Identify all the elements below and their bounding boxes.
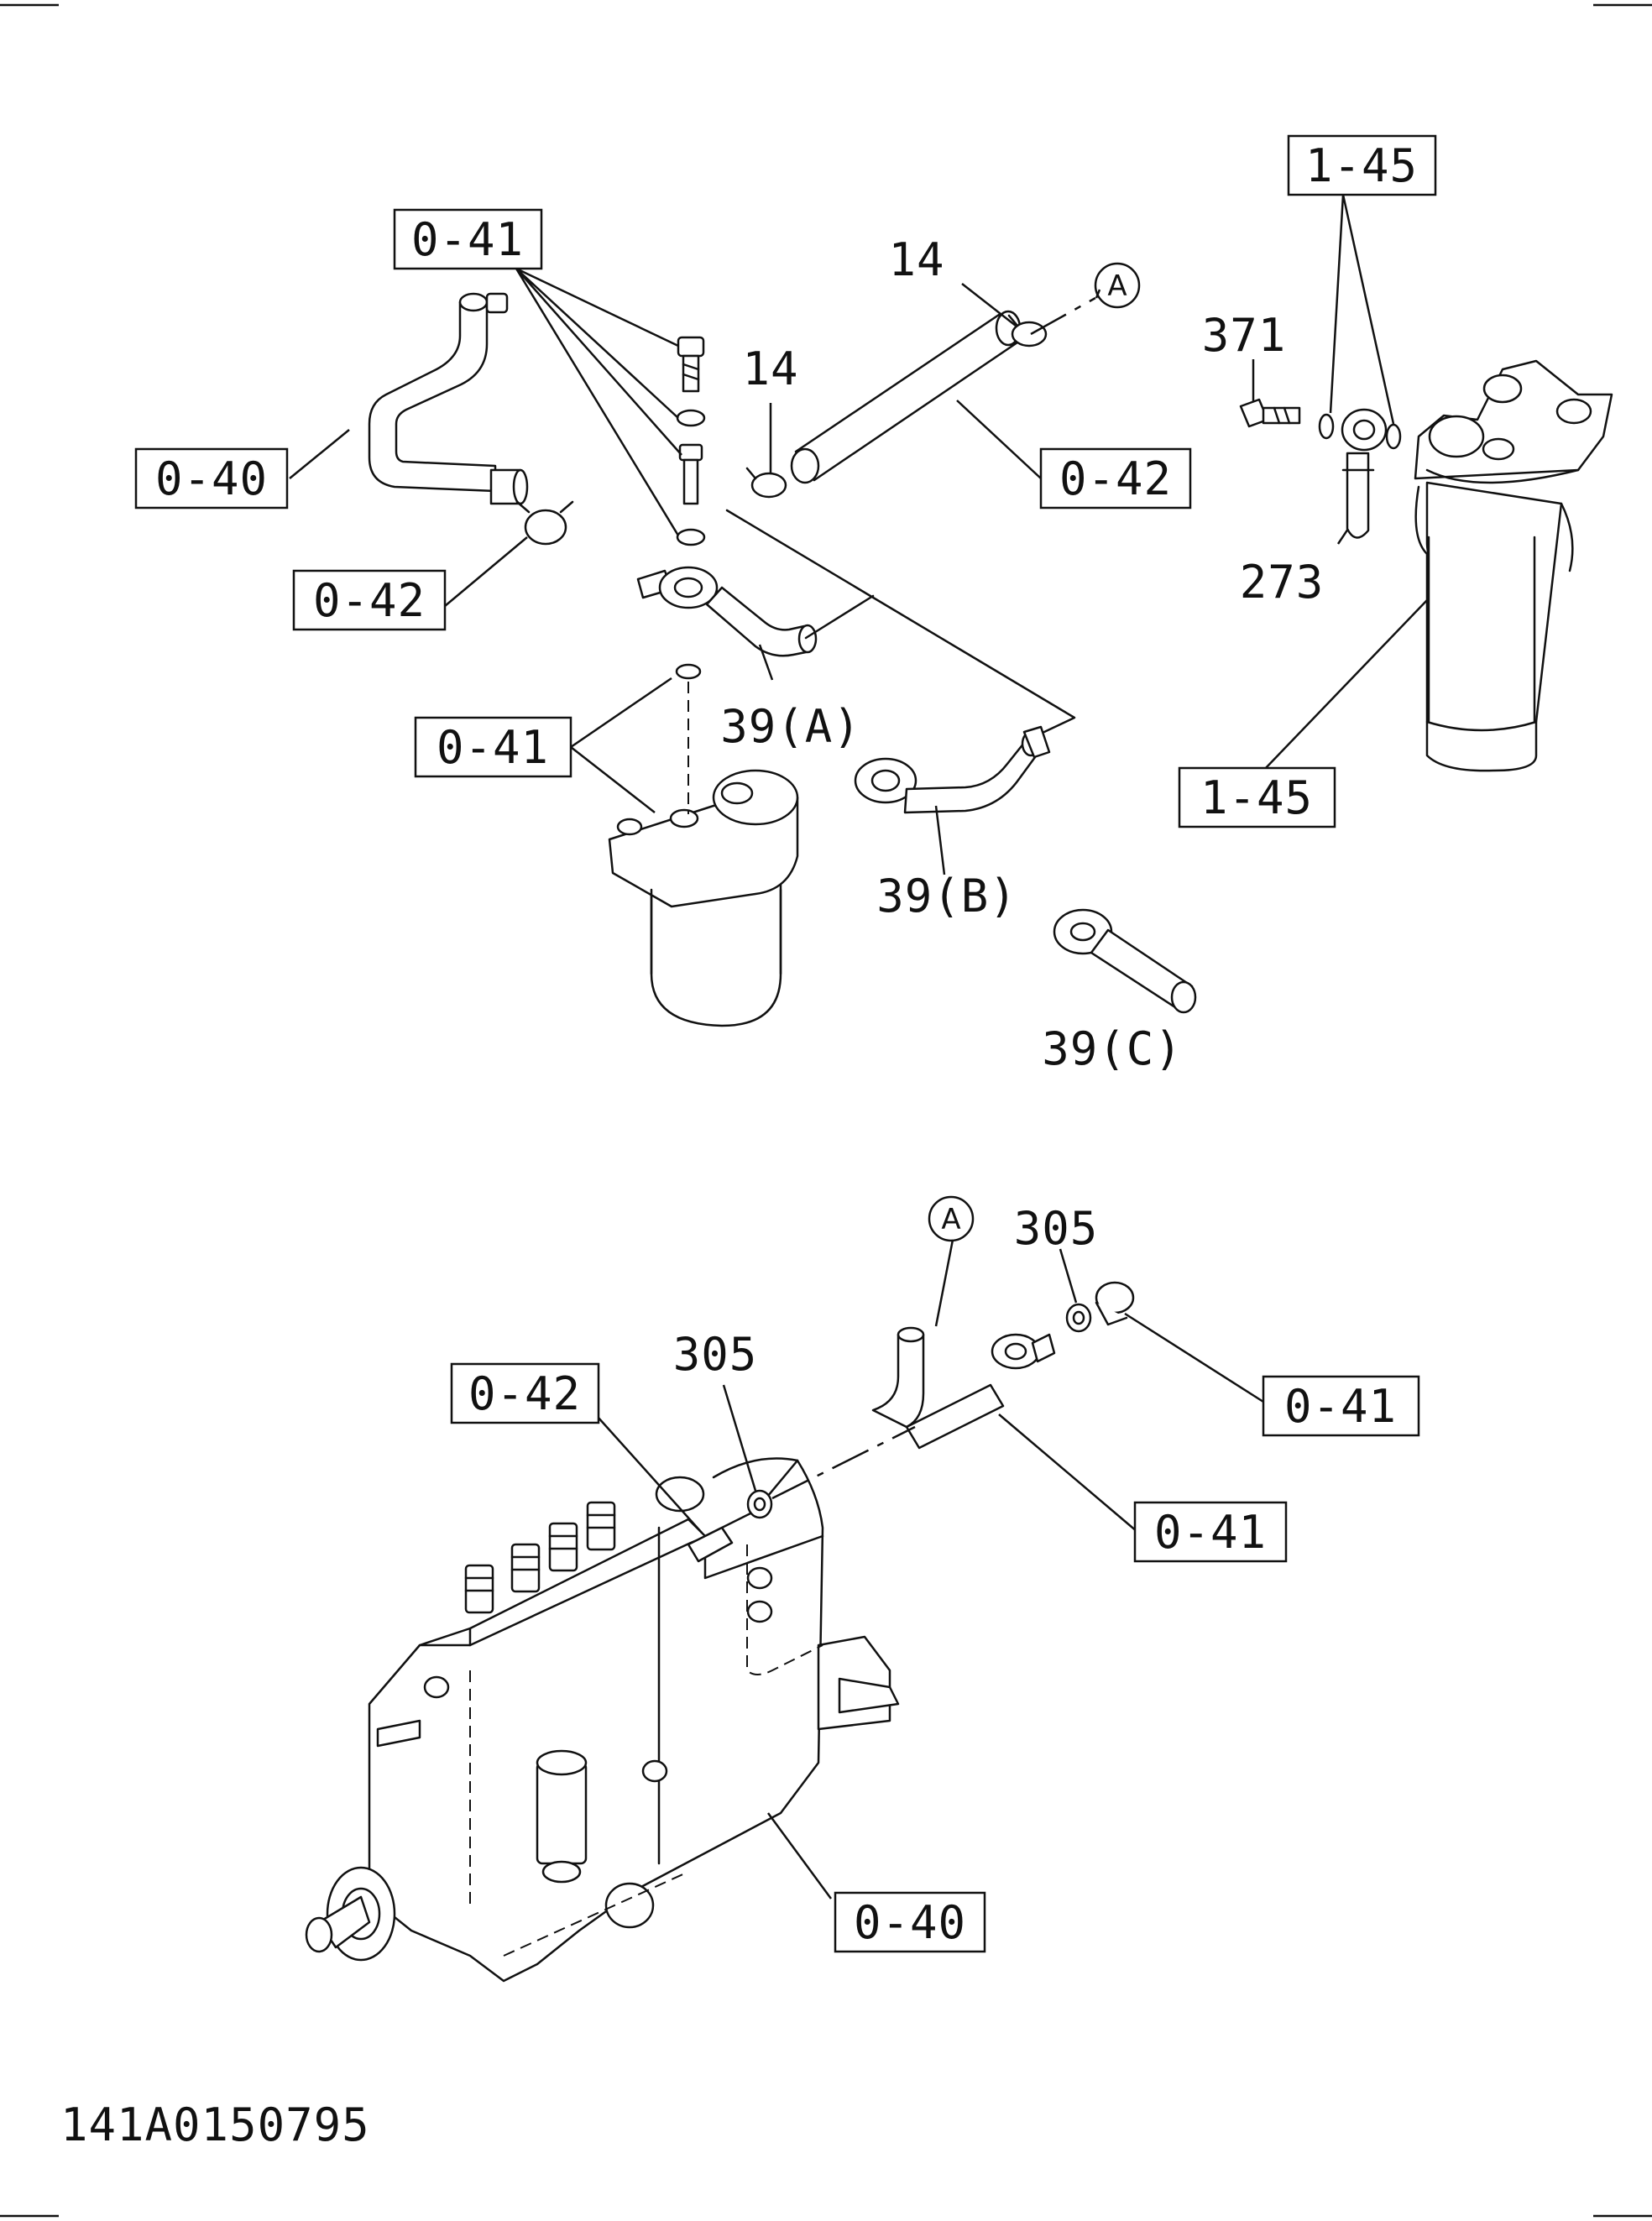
svg-text:0-42: 0-42 (1059, 452, 1172, 505)
leader-chain (725, 509, 1076, 734)
ref-box-0-40-lower: 0-40 (834, 1891, 986, 1953)
part-label-39b: 39(B) (876, 870, 1017, 922)
ref-box-0-41-right: 0-41 (1262, 1375, 1420, 1437)
banjo-pipe-c (1053, 908, 1197, 1014)
washer (1318, 413, 1335, 440)
connector-a-bottom: A (928, 1195, 975, 1242)
straight-hose (790, 310, 1022, 484)
ref-box-0-41-top: 0-41 (393, 208, 543, 270)
part-label-305: 305 (1014, 1202, 1099, 1255)
connector-dashline (1030, 296, 1096, 336)
ref-box-0-40-left: 0-40 (134, 447, 289, 510)
part-label-14: 14 (742, 342, 798, 395)
ref-box-0-42-lower: 0-42 (450, 1362, 600, 1424)
ref-box-0-41-middle: 0-41 (414, 716, 572, 778)
bolt-371 (1239, 398, 1301, 428)
ref-box-0-42-left: 0-42 (292, 569, 447, 631)
clamp-14-lower (745, 467, 787, 499)
delivery-valves (464, 1501, 616, 1614)
svg-text:0-40: 0-40 (155, 452, 268, 505)
connector-dashline (771, 1425, 916, 1500)
injection-pump (305, 1457, 900, 1983)
ref-box-0-41-lower-middle: 0-41 (1133, 1501, 1288, 1563)
ref-box-1-45-bottom: 1-45 (1178, 766, 1336, 828)
svg-text:A: A (941, 1203, 960, 1236)
main-fuel-filter (1414, 359, 1613, 772)
svg-text:1-45: 1-45 (1200, 771, 1313, 824)
banjo-pipe-a (636, 566, 818, 657)
drawing-id: 141A0150795 (60, 2098, 370, 2151)
ref-box-0-42-right: 0-42 (1039, 447, 1192, 510)
part-label-39a: 39(A) (720, 700, 861, 753)
leader-lines (289, 194, 1428, 1900)
hose-clamp (515, 500, 574, 546)
small-fuel-filter (608, 769, 799, 1027)
svg-text:A: A (1107, 269, 1127, 303)
svg-text:1-45: 1-45 (1305, 139, 1418, 192)
clamp-14-upper (1007, 314, 1048, 348)
bent-hose (368, 292, 529, 505)
washer (1385, 423, 1402, 450)
part-label-14: 14 (888, 233, 944, 286)
washer (675, 663, 702, 680)
eye-fitting-273 (1341, 408, 1388, 539)
svg-text:0-40: 0-40 (854, 1896, 966, 1949)
banjo-pipe-b (854, 725, 1051, 814)
banjo-bolt (676, 336, 706, 546)
part-label-371: 371 (1202, 309, 1287, 362)
connector-a-top: A (1094, 262, 1141, 309)
svg-text:0-41: 0-41 (411, 213, 524, 266)
return-pipe (871, 1326, 1056, 1450)
svg-text:0-42: 0-42 (313, 574, 426, 627)
ref-box-1-45-top: 1-45 (1287, 134, 1437, 196)
trim-marks (0, 3, 1652, 2218)
part-label-273: 273 (1240, 556, 1325, 609)
part-label-39c: 39(C) (1042, 1022, 1183, 1075)
leader-chain (804, 594, 875, 640)
svg-text:0-41: 0-41 (1284, 1380, 1397, 1433)
svg-text:0-41: 0-41 (1154, 1506, 1267, 1559)
svg-text:0-41: 0-41 (437, 721, 549, 774)
part-label-305: 305 (673, 1328, 758, 1381)
banjo-bolt-lower (1095, 1281, 1135, 1326)
svg-text:0-42: 0-42 (468, 1367, 581, 1420)
